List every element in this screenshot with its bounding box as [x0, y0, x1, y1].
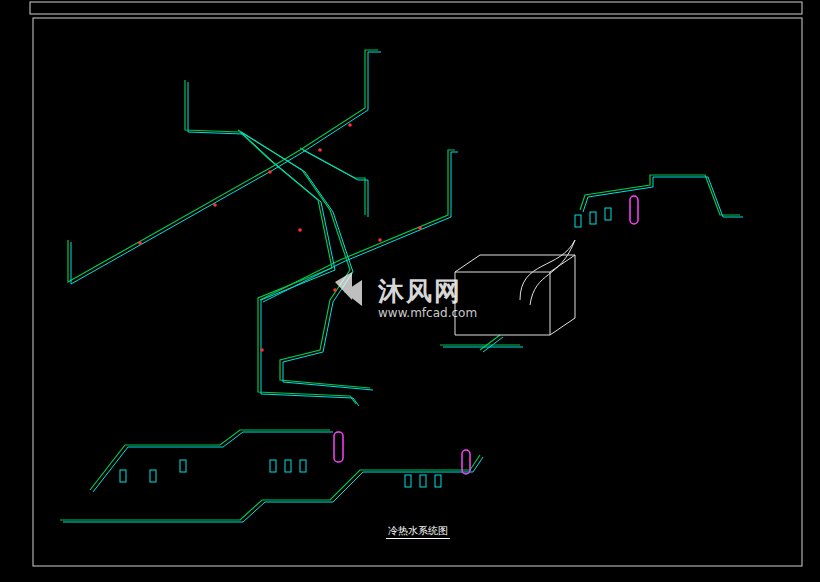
pump-symbol — [590, 212, 596, 224]
valve-mark — [213, 203, 217, 207]
expansion-tank — [334, 432, 343, 462]
pipe-line — [185, 80, 356, 404]
pump-symbol — [150, 470, 156, 482]
pump-symbol — [300, 460, 306, 472]
water-tank-box — [550, 272, 551, 335]
pipe-line — [440, 344, 520, 345]
pipe-line — [480, 335, 500, 350]
valve-mark — [318, 148, 322, 152]
watermark-logo — [335, 272, 362, 306]
watermark-url: www.mfcad.com — [378, 306, 477, 320]
valve-mark — [298, 228, 302, 232]
pump-symbol — [270, 460, 276, 472]
pump-symbol — [605, 208, 611, 220]
pump-symbol — [435, 475, 441, 487]
pipe-line — [303, 150, 368, 217]
pump-symbol — [575, 215, 581, 227]
valve-mark — [138, 241, 142, 245]
valve-mark — [268, 170, 272, 174]
pipe-line — [93, 432, 333, 492]
pipe-line — [241, 132, 373, 390]
expansion-tank — [630, 196, 638, 224]
pump-symbol — [420, 475, 426, 487]
pump-symbol — [285, 460, 291, 472]
drawing-caption: 冷热水系统图 — [386, 524, 450, 539]
pipe-line — [60, 455, 480, 520]
valve-mark — [348, 123, 352, 127]
pipe-line — [68, 50, 378, 282]
pipe-line — [90, 430, 330, 490]
watermark: 沐风网 — [378, 274, 462, 309]
valve-mark — [260, 348, 264, 352]
pipe-line — [63, 457, 483, 522]
expansion-tank — [462, 450, 470, 474]
pump-symbol — [405, 475, 411, 487]
pipe-line — [583, 177, 743, 217]
pipe-line — [188, 82, 359, 406]
pipe-line — [300, 148, 365, 215]
pump-symbol — [120, 470, 126, 482]
pipe-line — [483, 337, 503, 352]
pipe-line — [71, 52, 381, 284]
title-strip — [30, 2, 802, 14]
pipe-line — [443, 347, 523, 348]
valve-mark — [378, 238, 382, 242]
sheet-frame — [33, 18, 802, 566]
valve-mark — [333, 288, 337, 292]
hose-curve — [520, 240, 575, 305]
pump-symbol — [180, 460, 186, 472]
valve-mark — [418, 226, 422, 230]
